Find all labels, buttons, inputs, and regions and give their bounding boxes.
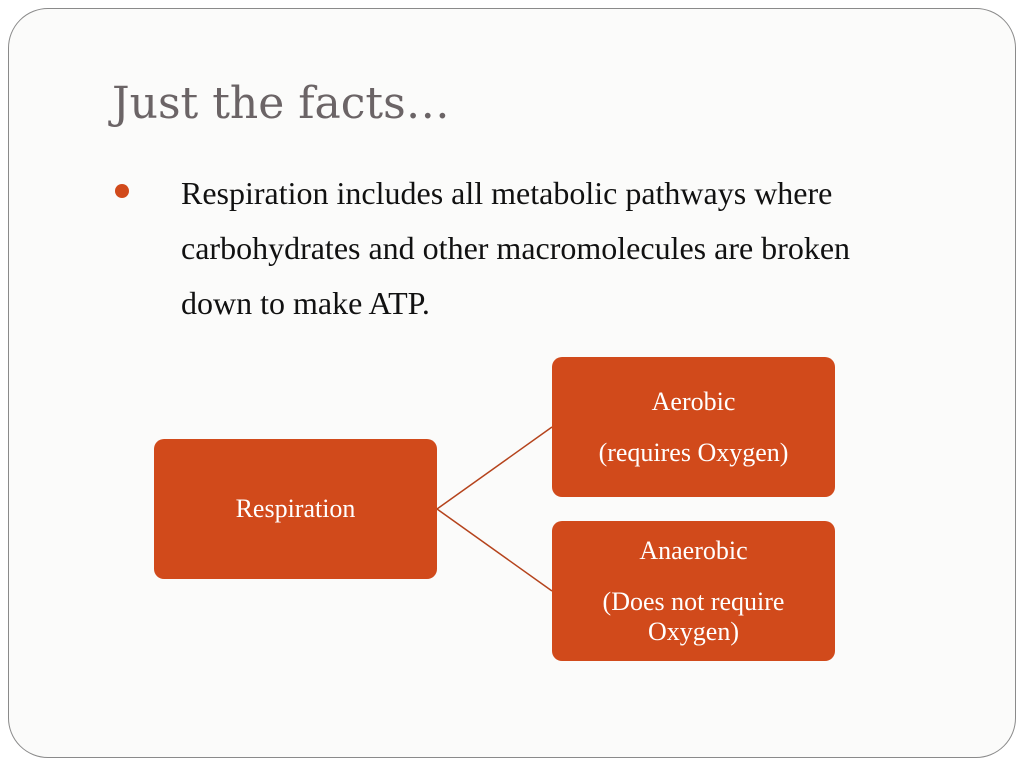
slide-frame xyxy=(8,8,1016,758)
diagram-box-anaerobic-label: Anaerobic xyxy=(639,535,748,565)
diagram-box-anaerobic-detail: (Does not require Oxygen) xyxy=(602,586,785,646)
bullet-dot-icon xyxy=(115,184,129,198)
diagram-box-respiration: Respiration xyxy=(154,439,437,579)
bullet-text: Respiration includes all metabolic pathw… xyxy=(181,175,851,321)
diagram-box-respiration-label: Respiration xyxy=(235,494,356,523)
diagram-box-aerobic-detail: (requires Oxygen) xyxy=(598,437,789,467)
diagram-box-aerobic-label: Aerobic xyxy=(651,386,736,416)
diagram-box-aerobic: Aerobic (requires Oxygen) xyxy=(552,357,835,497)
slide-title: Just the facts… xyxy=(112,78,450,129)
diagram-box-anaerobic: Anaerobic (Does not require Oxygen) xyxy=(552,521,835,661)
